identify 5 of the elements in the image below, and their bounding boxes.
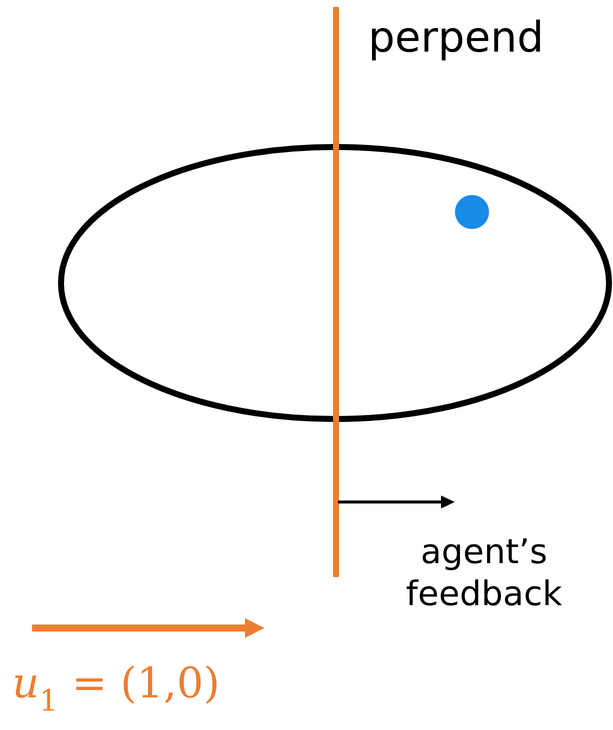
dot (455, 195, 489, 229)
line-label: perpend (372, 20, 540, 60)
vector-label: u$_{1}$ = (1,0) (15, 665, 217, 711)
arrow-label: agent’s feedback (406, 538, 562, 606)
ellipse-shape (58, 144, 612, 422)
